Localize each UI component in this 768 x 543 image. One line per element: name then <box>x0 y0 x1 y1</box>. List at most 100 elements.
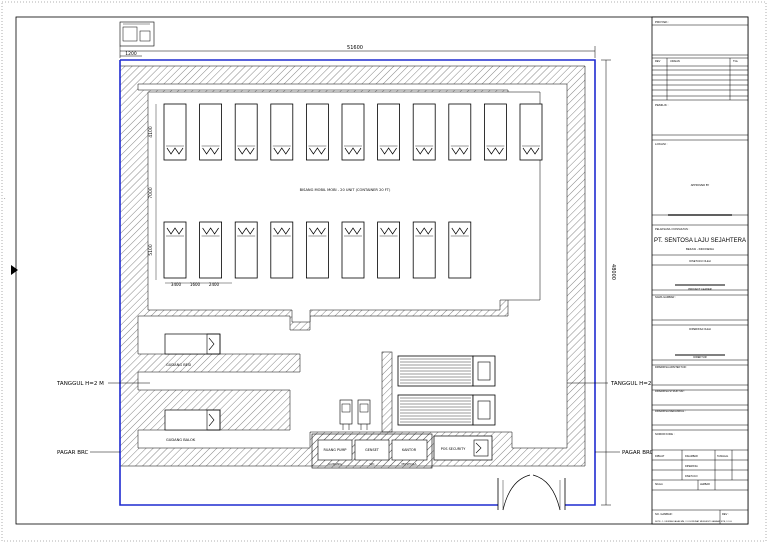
container-slot <box>448 103 472 161</box>
svg-text:LEMBAR: LEMBAR <box>700 483 710 486</box>
svg-text:DIPERIKSA STRUKTUR :: DIPERIKSA STRUKTUR : <box>655 389 685 393</box>
building-block: RUANG PUMP GENSET KANTOR GUDANG WC MUSHO… <box>311 433 433 469</box>
container-slot <box>377 103 401 161</box>
rack-balok: GUDANG BALOK <box>164 409 221 442</box>
svg-text:4100: 4100 <box>148 126 154 138</box>
rack-besi: GUDANG BESI <box>164 333 221 367</box>
svg-text:NO. GAMBAR :: NO. GAMBAR : <box>655 512 673 516</box>
svg-text:NOMOR KODE :: NOMOR KODE : <box>655 432 675 436</box>
container-slot <box>270 103 294 161</box>
svg-text:DISETUJUI: DISETUJUI <box>685 475 698 478</box>
svg-text:TGL: TGL <box>733 59 739 63</box>
container-slot <box>341 103 365 161</box>
svg-text:DIPERIKSA OLEH: DIPERIKSA OLEH <box>689 327 711 331</box>
right-height-dim: 48000 <box>610 264 616 280</box>
tank-divider-wall <box>381 351 393 433</box>
svg-text:PEMILIK :: PEMILIK : <box>655 103 669 107</box>
container-slot <box>270 221 294 279</box>
svg-text:DIPERIKSA ARSITEKTUR :: DIPERIKSA ARSITEKTUR : <box>655 365 687 369</box>
svg-text:SKALA: SKALA <box>655 483 663 486</box>
svg-text:MUSHOLA: MUSHOLA <box>401 462 417 466</box>
container-slot <box>305 103 329 161</box>
svg-text:POS SECURITY: POS SECURITY <box>441 447 467 451</box>
svg-text:PAGAR BRC: PAGAR BRC <box>622 450 654 456</box>
section-marker-icon <box>11 265 18 275</box>
top-width-dim: 51600 <box>347 45 363 51</box>
svg-text:LOKASI :: LOKASI : <box>655 142 668 146</box>
parking-area-label: BISANG MOBIL MOBI - 20 UNIT (CONTAINER 2… <box>300 188 391 192</box>
title-block: PROYEK : REV URAIAN TGL PEMILIK : LOKASI… <box>651 16 749 525</box>
svg-text:PELAKSANA / KONSULTAN :: PELAKSANA / KONSULTAN : <box>655 227 690 231</box>
svg-text:GUDANG BALOK: GUDANG BALOK <box>166 438 196 442</box>
container-slot <box>519 103 543 161</box>
container-slot <box>412 221 436 279</box>
svg-text:DIPERIKSA: DIPERIKSA <box>685 465 698 468</box>
svg-text:DISETUJUI OLEH: DISETUJUI OLEH <box>689 259 710 263</box>
svg-text:TANGGAL: TANGGAL <box>717 455 729 458</box>
container-slot <box>377 221 401 279</box>
container-slot <box>341 221 365 279</box>
svg-text:1600: 1600 <box>190 282 201 287</box>
container-slot <box>234 221 258 279</box>
svg-text:REV: REV <box>655 59 661 63</box>
top-dimension: 51600 1200 <box>119 45 596 58</box>
svg-text:GUDANG: GUDANG <box>328 462 342 466</box>
pagar-left-callout: PAGAR BRC <box>57 450 120 456</box>
svg-text:DIPERIKSA MEKANIKAL :: DIPERIKSA MEKANIKAL : <box>655 409 686 413</box>
pos-security: POS SECURITY <box>433 435 493 461</box>
tanggul-right-callout: TANGGUL H=2 M <box>567 381 658 387</box>
svg-text:NAMA GAMBAR :: NAMA GAMBAR : <box>655 295 676 299</box>
svg-text:TANGGUL H=2 M: TANGGUL H=2 M <box>56 381 104 387</box>
svg-text:PROJECT LEADER: PROJECT LEADER <box>688 287 711 291</box>
container-slot <box>234 103 258 161</box>
left-dimensions: 4100 7000 5100 <box>148 104 157 280</box>
svg-text:7000: 7000 <box>148 187 154 199</box>
container-slot <box>305 221 329 279</box>
svg-text:2400: 2400 <box>209 282 220 287</box>
key-plan-icon <box>119 21 155 47</box>
svg-text:PROYEK :: PROYEK : <box>655 20 669 24</box>
container-slot <box>163 103 187 161</box>
svg-text:PAGAR BRC: PAGAR BRC <box>57 450 89 456</box>
svg-text:·: · <box>4 196 6 202</box>
container-slot <box>448 221 472 279</box>
spacing-dimensions: 3400 1600 2400 <box>165 282 232 287</box>
container-row-bottom <box>163 221 472 279</box>
container-row-top <box>163 103 543 161</box>
svg-text:BEKASI - INDONESIA: BEKASI - INDONESIA <box>686 247 714 251</box>
svg-text:DIBUAT: DIBUAT <box>655 454 665 458</box>
pagar-right-callout: PAGAR BRC <box>595 450 654 456</box>
svg-text:WC: WC <box>369 462 374 466</box>
svg-text:TANGGUL H=2 M: TANGGUL H=2 M <box>610 381 658 387</box>
right-dimension: 48000 <box>601 59 616 506</box>
svg-text:GENSET: GENSET <box>365 448 380 452</box>
svg-text:REV :: REV : <box>722 512 729 516</box>
container-slot <box>163 221 187 279</box>
fuel-tank-1 <box>397 355 496 387</box>
left-offset-dim: 1200 <box>125 51 137 57</box>
tanggul-left-callout: TANGGUL H=2 M <box>56 381 150 387</box>
svg-text:RUANG PUMP: RUANG PUMP <box>324 448 347 452</box>
svg-text:5100: 5100 <box>148 244 154 256</box>
forklift-icon <box>357 399 371 430</box>
container-slot <box>199 221 223 279</box>
svg-text:NOTE : 1. UKURAN DALAM MM, 2.: NOTE : 1. UKURAN DALAM MM, 2. KOORDINAT … <box>655 520 733 523</box>
svg-text:DIGAMBAR: DIGAMBAR <box>685 455 698 458</box>
svg-text:3400: 3400 <box>171 282 182 287</box>
svg-text:GUDANG BESI: GUDANG BESI <box>166 363 191 367</box>
svg-text:APPROVED BY: APPROVED BY <box>691 183 710 187</box>
pagar-brc-fence <box>119 59 596 506</box>
company-name: PT. SENTOSA LAJU SEJAHTERA <box>654 238 746 244</box>
svg-text:DIREKTUR: DIREKTUR <box>693 355 706 359</box>
svg-text:KANTOR: KANTOR <box>402 448 417 452</box>
container-slot <box>412 103 436 161</box>
container-slot <box>483 103 507 161</box>
svg-text:URAIAN: URAIAN <box>670 59 680 63</box>
container-slot <box>199 103 223 161</box>
fuel-tank-2 <box>397 394 496 426</box>
forklift-icon <box>339 399 353 430</box>
main-gate <box>497 474 566 511</box>
